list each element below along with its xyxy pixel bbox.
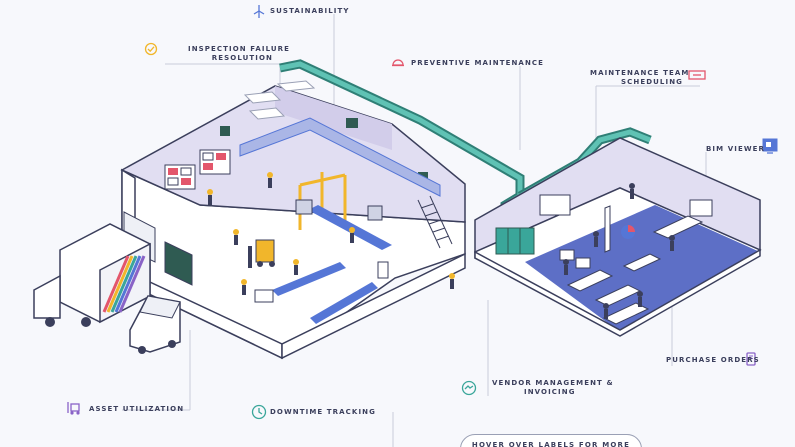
- conveyor-3: [310, 282, 378, 324]
- office-desks: [566, 215, 704, 325]
- factory-roof-band: [275, 86, 392, 150]
- delivery-van: [129, 295, 181, 354]
- label-team-line1: MAINTENANCE TEAM: [590, 69, 690, 77]
- leader-lines: [122, 14, 707, 447]
- label-asset-utilization[interactable]: ASSET UTILIZATION: [89, 405, 185, 413]
- label-purchase-orders[interactable]: PURCHASE ORDERS: [666, 356, 760, 364]
- label-vendor-line1: VENDOR MANAGEMENT &: [492, 379, 614, 387]
- label-vendor-line2: INVOICING: [524, 388, 576, 396]
- forklift: [248, 239, 275, 268]
- office-workers: [563, 183, 675, 319]
- hardhat-icon[interactable]: [391, 55, 405, 69]
- forklift-icon[interactable]: [66, 400, 84, 416]
- conveyor-2: [272, 262, 346, 296]
- handshake-icon[interactable]: [461, 380, 477, 396]
- toolbox-icon[interactable]: [688, 67, 706, 81]
- label-inspection-line1: INSPECTION FAILURE: [188, 45, 291, 53]
- label-sustainability[interactable]: SUSTAINABILITY: [270, 7, 350, 15]
- label-maintenance-team-scheduling[interactable]: MAINTENANCE TEAM SCHEDULING: [590, 69, 690, 87]
- check-badge-icon[interactable]: [144, 42, 158, 56]
- hover-hint-pill: HOVER OVER LABELS FOR MORE: [460, 434, 642, 447]
- storage-racks: [164, 149, 231, 190]
- office-building: [474, 137, 762, 337]
- office-floor: [525, 205, 760, 332]
- clock-arrow-icon[interactable]: [251, 404, 267, 420]
- 3d-model-icon[interactable]: [762, 138, 778, 154]
- label-downtime-tracking[interactable]: DOWNTIME TRACKING: [270, 408, 376, 416]
- factory-building: [120, 80, 466, 360]
- wind-turbine-icon[interactable]: [252, 4, 266, 18]
- label-inspection-line2: RESOLUTION: [211, 54, 273, 62]
- delivery-truck: [33, 223, 151, 327]
- workers: [207, 172, 455, 295]
- factory-side-wall: [281, 252, 466, 360]
- label-team-line2: SCHEDULING: [621, 78, 683, 86]
- label-inspection-failure-resolution[interactable]: INSPECTION FAILURE RESOLUTION: [188, 45, 291, 63]
- label-vendor-management-invoicing[interactable]: VENDOR MANAGEMENT & INVOICING: [492, 379, 614, 397]
- label-preventive-maintenance[interactable]: PREVENTIVE MAINTENANCE: [411, 59, 545, 67]
- conveyor-1: [308, 205, 392, 250]
- hover-hint-text: HOVER OVER LABELS FOR MORE: [471, 441, 631, 447]
- hvac-units: [495, 227, 535, 255]
- tablet-icon[interactable]: [744, 352, 758, 366]
- label-bim-viewer[interactable]: BIM VIEWER: [706, 145, 766, 153]
